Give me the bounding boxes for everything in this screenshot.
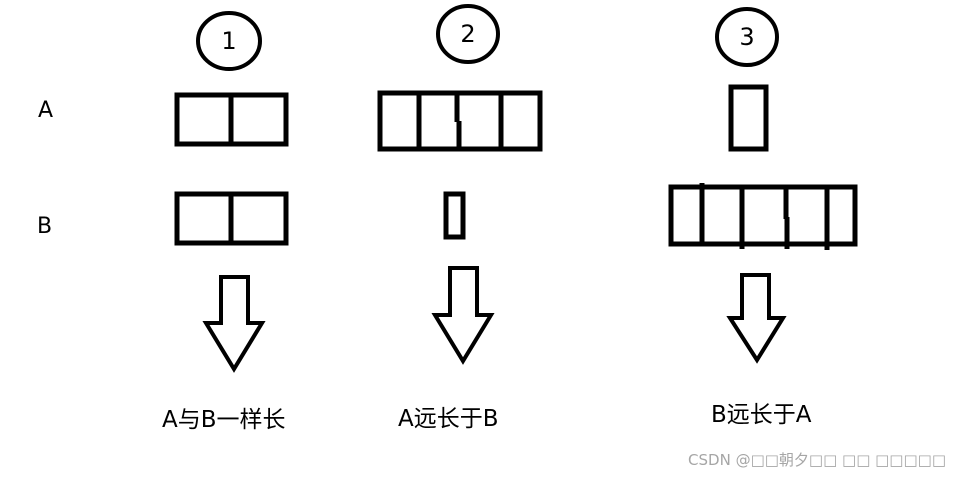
case-2-down-arrow-icon: [431, 266, 495, 365]
row-label-b: B: [37, 214, 53, 239]
case-1-down-arrow-icon: [202, 275, 266, 373]
case-3-caption: B远长于A: [711, 402, 812, 428]
case-3-b-bar: [668, 183, 858, 250]
case-1-a-bar: [174, 92, 289, 147]
case-2-b-bar: [443, 191, 466, 240]
case-3-a-bar: [728, 84, 769, 152]
case-1-b-bar: [174, 191, 289, 246]
case-3-circle: [715, 7, 779, 67]
case-2-a-bar: [377, 90, 543, 152]
case-1-circle: [196, 11, 262, 71]
case-2-number: 2: [460, 20, 476, 48]
case-2-caption: A远长于B: [398, 406, 499, 432]
case-2-circle: [436, 4, 500, 64]
row-label-a: A: [38, 98, 54, 123]
case-1-caption: A与B一样长: [162, 407, 286, 433]
watermark: CSDN @□□朝夕□□ □□ □□□□□: [688, 451, 946, 469]
case-1-number: 1: [221, 27, 237, 55]
case-3-down-arrow-icon: [726, 273, 787, 364]
case-3-number: 3: [739, 23, 755, 51]
